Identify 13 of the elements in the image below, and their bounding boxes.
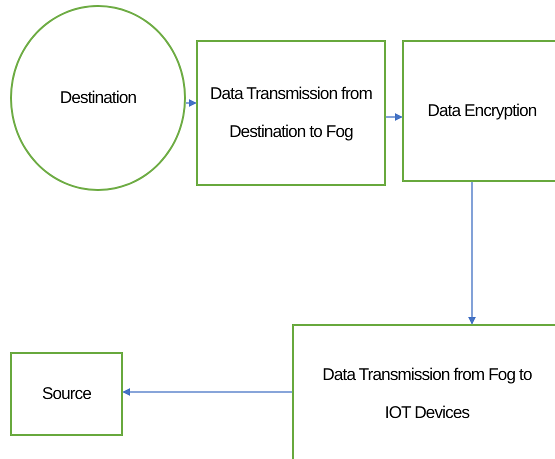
node-label: Source	[42, 383, 92, 405]
process-box	[10, 352, 123, 436]
arrow	[186, 99, 197, 107]
process-box	[292, 324, 555, 459]
arrow	[122, 388, 292, 396]
arrow	[386, 113, 403, 121]
node-label: Destination	[60, 87, 136, 109]
process-box	[402, 40, 555, 182]
node-label: Data Transmission from Fog to IOT Devices	[321, 364, 533, 424]
node-label: Data Encryption	[428, 100, 536, 122]
node-label: Data Transmission from Destination to Fog	[209, 83, 373, 143]
arrow	[468, 182, 476, 325]
process-box	[196, 40, 386, 186]
